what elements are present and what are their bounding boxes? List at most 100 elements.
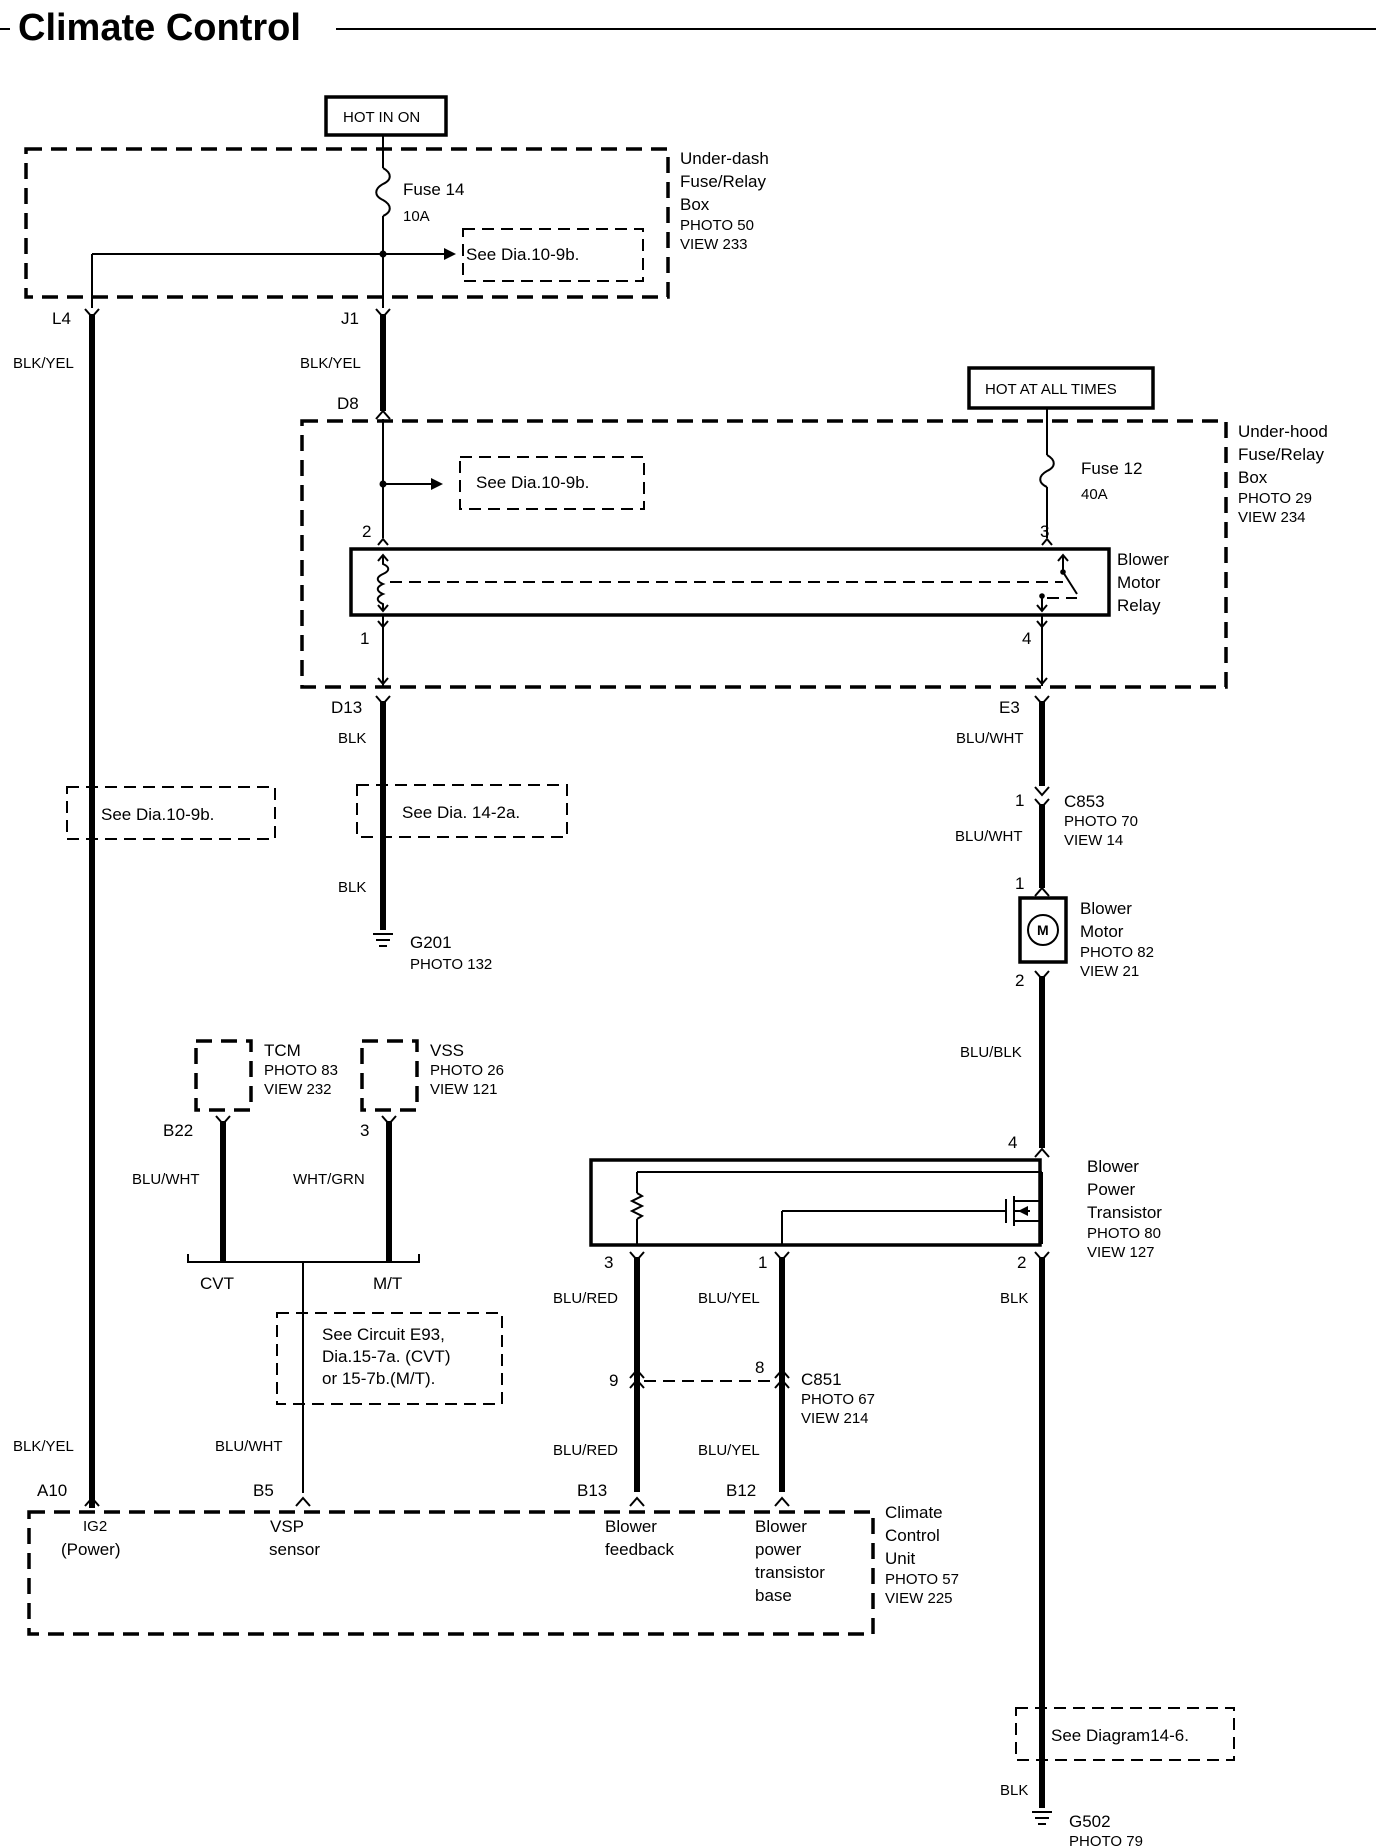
tcm-box bbox=[194, 1039, 253, 1112]
ccu-name-1: Climate bbox=[885, 1503, 943, 1522]
branch-mt-label: M/T bbox=[373, 1274, 402, 1293]
page-title: Climate Control bbox=[18, 7, 301, 49]
vss-view: VIEW 121 bbox=[430, 1081, 498, 1098]
ref-underdash-text: See Dia.10-9b. bbox=[466, 245, 579, 264]
c851-name: C851 bbox=[801, 1370, 842, 1389]
connector-b5-label: B5 bbox=[253, 1481, 274, 1500]
g201-name: G201 bbox=[410, 933, 452, 952]
relay-pin1-bottom-arrow bbox=[377, 677, 389, 686]
blower-power-transistor bbox=[589, 1158, 1042, 1247]
motor-view: VIEW 21 bbox=[1080, 963, 1139, 980]
ccu-feedback-2: feedback bbox=[605, 1540, 674, 1559]
ccu-ptbase-4: base bbox=[755, 1586, 792, 1605]
c851-pin-8: 8 bbox=[755, 1358, 764, 1377]
ccu-name-3: Unit bbox=[885, 1549, 916, 1568]
blower-motor-relay bbox=[349, 547, 1111, 617]
wire-label-blk-d13: BLK bbox=[338, 730, 366, 747]
underdash-fuse-box bbox=[24, 147, 670, 299]
c853-view: VIEW 14 bbox=[1064, 832, 1123, 849]
underhood-name-3: Box bbox=[1238, 468, 1268, 487]
vss-box bbox=[360, 1039, 419, 1112]
c851-pin-9: 9 bbox=[609, 1371, 618, 1390]
ccu-ptbase-2: power bbox=[755, 1540, 802, 1559]
ccu-vsp-2: sensor bbox=[269, 1540, 320, 1559]
ccu-ptbase-3: transistor bbox=[755, 1563, 825, 1582]
ref-circuit-line-3: or 15-7b.(M/T). bbox=[322, 1369, 435, 1388]
wire-label-bluwht-tcm: BLU/WHT bbox=[132, 1171, 200, 1188]
ref-box-left-gap bbox=[96, 790, 271, 836]
hot-in-on-box bbox=[324, 95, 448, 137]
transistor-pin4-icon bbox=[1034, 1147, 1050, 1158]
fuse14-name: Fuse 14 bbox=[403, 180, 464, 199]
underhood-view: VIEW 234 bbox=[1238, 509, 1306, 526]
connector-a10-icon bbox=[84, 1496, 100, 1507]
climate-control-unit bbox=[27, 1510, 875, 1636]
ref-box-mid-gap bbox=[388, 788, 564, 834]
connector-c851-pin9-bottom bbox=[629, 1378, 645, 1389]
ref-underhood-text: See Dia.10-9b. bbox=[476, 473, 589, 492]
hot-at-all-times-label: HOT AT ALL TIMES bbox=[985, 381, 1117, 398]
wire-label-bluyel-bottom: BLU/YEL bbox=[698, 1442, 760, 1459]
relay-contact-dot-1 bbox=[1060, 569, 1066, 575]
fet-arrow-icon bbox=[1018, 1206, 1028, 1216]
ref-mid-text: See Dia. 14-2a. bbox=[402, 803, 520, 822]
fuse12-symbol bbox=[1039, 454, 1055, 488]
motor-name-1: Blower bbox=[1080, 899, 1132, 918]
ccu-view: VIEW 225 bbox=[885, 1590, 953, 1607]
connector-j1-label: J1 bbox=[341, 309, 359, 328]
wire-label-blkyel-left-bottom: BLK/YEL bbox=[13, 1438, 74, 1455]
relay-pin-1: 1 bbox=[360, 629, 369, 648]
wire-label-blk-g502: BLK bbox=[1000, 1782, 1028, 1799]
ref-circuit-line-2: Dia.15-7a. (CVT) bbox=[322, 1347, 450, 1366]
g502-photo: PHOTO 79 bbox=[1069, 1833, 1143, 1848]
underdash-name-2: Fuse/Relay bbox=[680, 172, 766, 191]
connector-d8-label: D8 bbox=[337, 394, 359, 413]
ccu-name-2: Control bbox=[885, 1526, 940, 1545]
wire-label-blk-tr: BLK bbox=[1000, 1290, 1028, 1307]
motor-name-2: Motor bbox=[1080, 922, 1124, 941]
ref-box-circuit-gap bbox=[307, 1316, 499, 1401]
fuse12-rating: 40A bbox=[1081, 486, 1108, 503]
relay-pin4-bottom-arrow bbox=[1036, 677, 1048, 686]
arrow-right-icon bbox=[444, 248, 456, 260]
c853-pin: 1 bbox=[1015, 791, 1024, 810]
connector-b13-icon bbox=[629, 1496, 645, 1507]
transistor-pin-3: 3 bbox=[604, 1253, 613, 1272]
ref-box-circuit bbox=[276, 1312, 503, 1405]
connector-b22-label: B22 bbox=[163, 1121, 193, 1140]
tcm-view: VIEW 232 bbox=[264, 1081, 332, 1098]
relay-top-arrow-right bbox=[1057, 553, 1069, 562]
ccu-power: (Power) bbox=[61, 1540, 121, 1559]
motor-pin1-icon bbox=[1034, 886, 1050, 897]
c851-view: VIEW 214 bbox=[801, 1410, 869, 1427]
wire-label-whtgrn-vss: WHT/GRN bbox=[293, 1171, 365, 1188]
relay-pin3-icon bbox=[1041, 537, 1053, 546]
motor-pin-2: 2 bbox=[1015, 971, 1024, 990]
connector-l4-label: L4 bbox=[52, 309, 71, 328]
ref-box-diagram14 bbox=[1015, 1707, 1235, 1761]
relay-switch-arm bbox=[1062, 571, 1078, 595]
ref-box-mid bbox=[356, 784, 568, 838]
relay-pin2-icon bbox=[377, 537, 389, 546]
wire-label-blk-g201: BLK bbox=[338, 879, 366, 896]
c851-photo: PHOTO 67 bbox=[801, 1391, 875, 1408]
underhood-photo: PHOTO 29 bbox=[1238, 490, 1312, 507]
ccu-ptbase-1: Blower bbox=[755, 1517, 807, 1536]
ref-circuit-line-1: See Circuit E93, bbox=[322, 1325, 445, 1344]
ref-box-underdash bbox=[462, 228, 644, 282]
ccu-ig2: IG2 bbox=[83, 1518, 107, 1535]
ccu-photo: PHOTO 57 bbox=[885, 1571, 959, 1588]
underdash-name-3: Box bbox=[680, 195, 710, 214]
ref-box-diagram14-gap bbox=[1046, 1711, 1230, 1757]
wire-label-bluwht-e3: BLU/WHT bbox=[956, 730, 1024, 747]
c853-name: C853 bbox=[1064, 792, 1105, 811]
vss-name: VSS bbox=[430, 1041, 464, 1060]
motor-pin-1: 1 bbox=[1015, 874, 1024, 893]
fuse14-rating: 10A bbox=[403, 208, 430, 225]
ref-diagram14-text: See Diagram14-6. bbox=[1051, 1726, 1189, 1745]
ref-left-text: See Dia.10-9b. bbox=[101, 805, 214, 824]
arrow-right-icon-2 bbox=[431, 478, 443, 490]
motor-photo: PHOTO 82 bbox=[1080, 944, 1154, 961]
hot-in-on-label: HOT IN ON bbox=[343, 109, 420, 126]
underdash-view: VIEW 233 bbox=[680, 236, 748, 253]
